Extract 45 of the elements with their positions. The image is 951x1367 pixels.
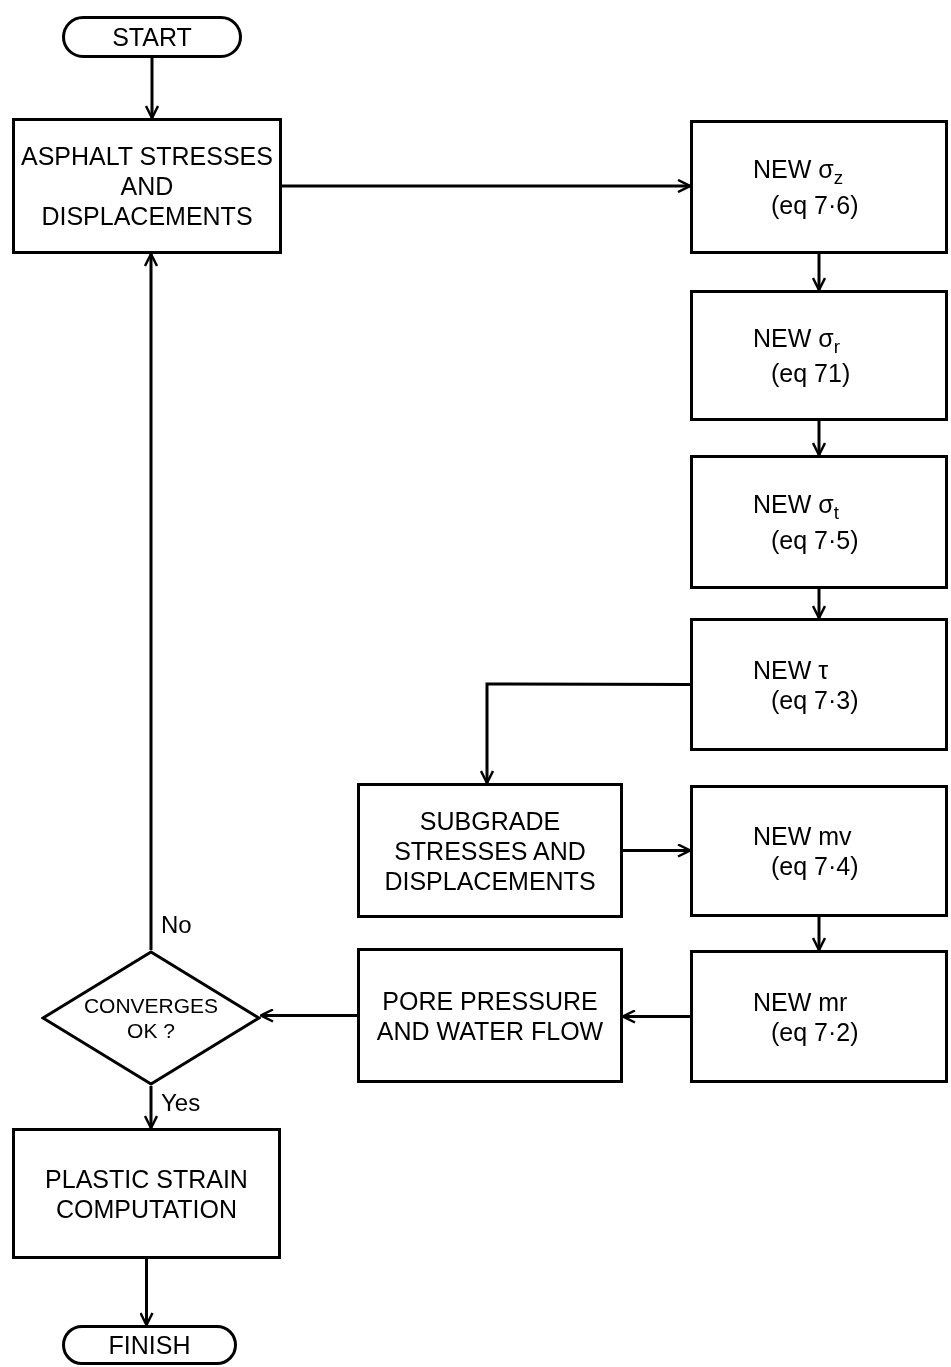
node-label: NEW mv (753, 821, 852, 851)
arrow (282, 178, 692, 194)
process-box (12, 118, 282, 254)
node-label: START (112, 22, 192, 52)
arrow (811, 254, 827, 292)
arrow (621, 1009, 690, 1024)
arrow (139, 1259, 154, 1327)
arrow (811, 421, 827, 457)
node-label: (eq 7·5) (771, 524, 859, 555)
start-terminal (62, 16, 242, 58)
arrow (811, 589, 827, 620)
node-label: PORE PRESSURE AND WATER FLOW (375, 985, 605, 1046)
node-label: NEW σ$_{z}$ (753, 154, 844, 190)
node-label: PLASTIC STRAIN COMPUTATION (44, 1163, 249, 1224)
process-box (690, 120, 948, 254)
node-label: (eq 7·6) (771, 189, 859, 220)
arrow (259, 1008, 357, 1023)
decision-diamond (41, 950, 261, 1086)
process-box (690, 618, 948, 751)
process-box (690, 290, 948, 421)
process-box (690, 785, 948, 917)
node-label: NEW σ$_{r}$ (753, 322, 840, 359)
process-box (690, 950, 948, 1083)
process-box (690, 455, 948, 589)
arrow (143, 1086, 159, 1130)
arrow (143, 252, 159, 950)
end-terminal (62, 1325, 237, 1365)
node-label: NEW τ (753, 654, 829, 685)
arrow (811, 917, 827, 952)
node-label: ASPHALT STRESSES AND DISPLACEMENTS (20, 141, 274, 231)
node-label: (eq 7·2) (771, 1016, 859, 1047)
node-label: FINISH (108, 1330, 191, 1360)
node-label: NEW mr (753, 986, 848, 1017)
node-label: (eq 7·3) (771, 684, 859, 715)
node-label: CONVERGES OK ? (82, 992, 220, 1044)
node-label: (eq 71) (771, 358, 851, 389)
arrow (479, 682, 690, 785)
node-label: NEW σ$_{t}$ (753, 489, 839, 525)
node-label: SUBGRADE STRESSES AND DISPLACEMENTS (383, 805, 597, 896)
process-box (357, 948, 623, 1083)
process-box (12, 1128, 281, 1259)
arrow (144, 58, 160, 120)
arrow (623, 843, 692, 858)
process-box (357, 783, 623, 918)
node-label: (eq 7·4) (771, 851, 859, 881)
